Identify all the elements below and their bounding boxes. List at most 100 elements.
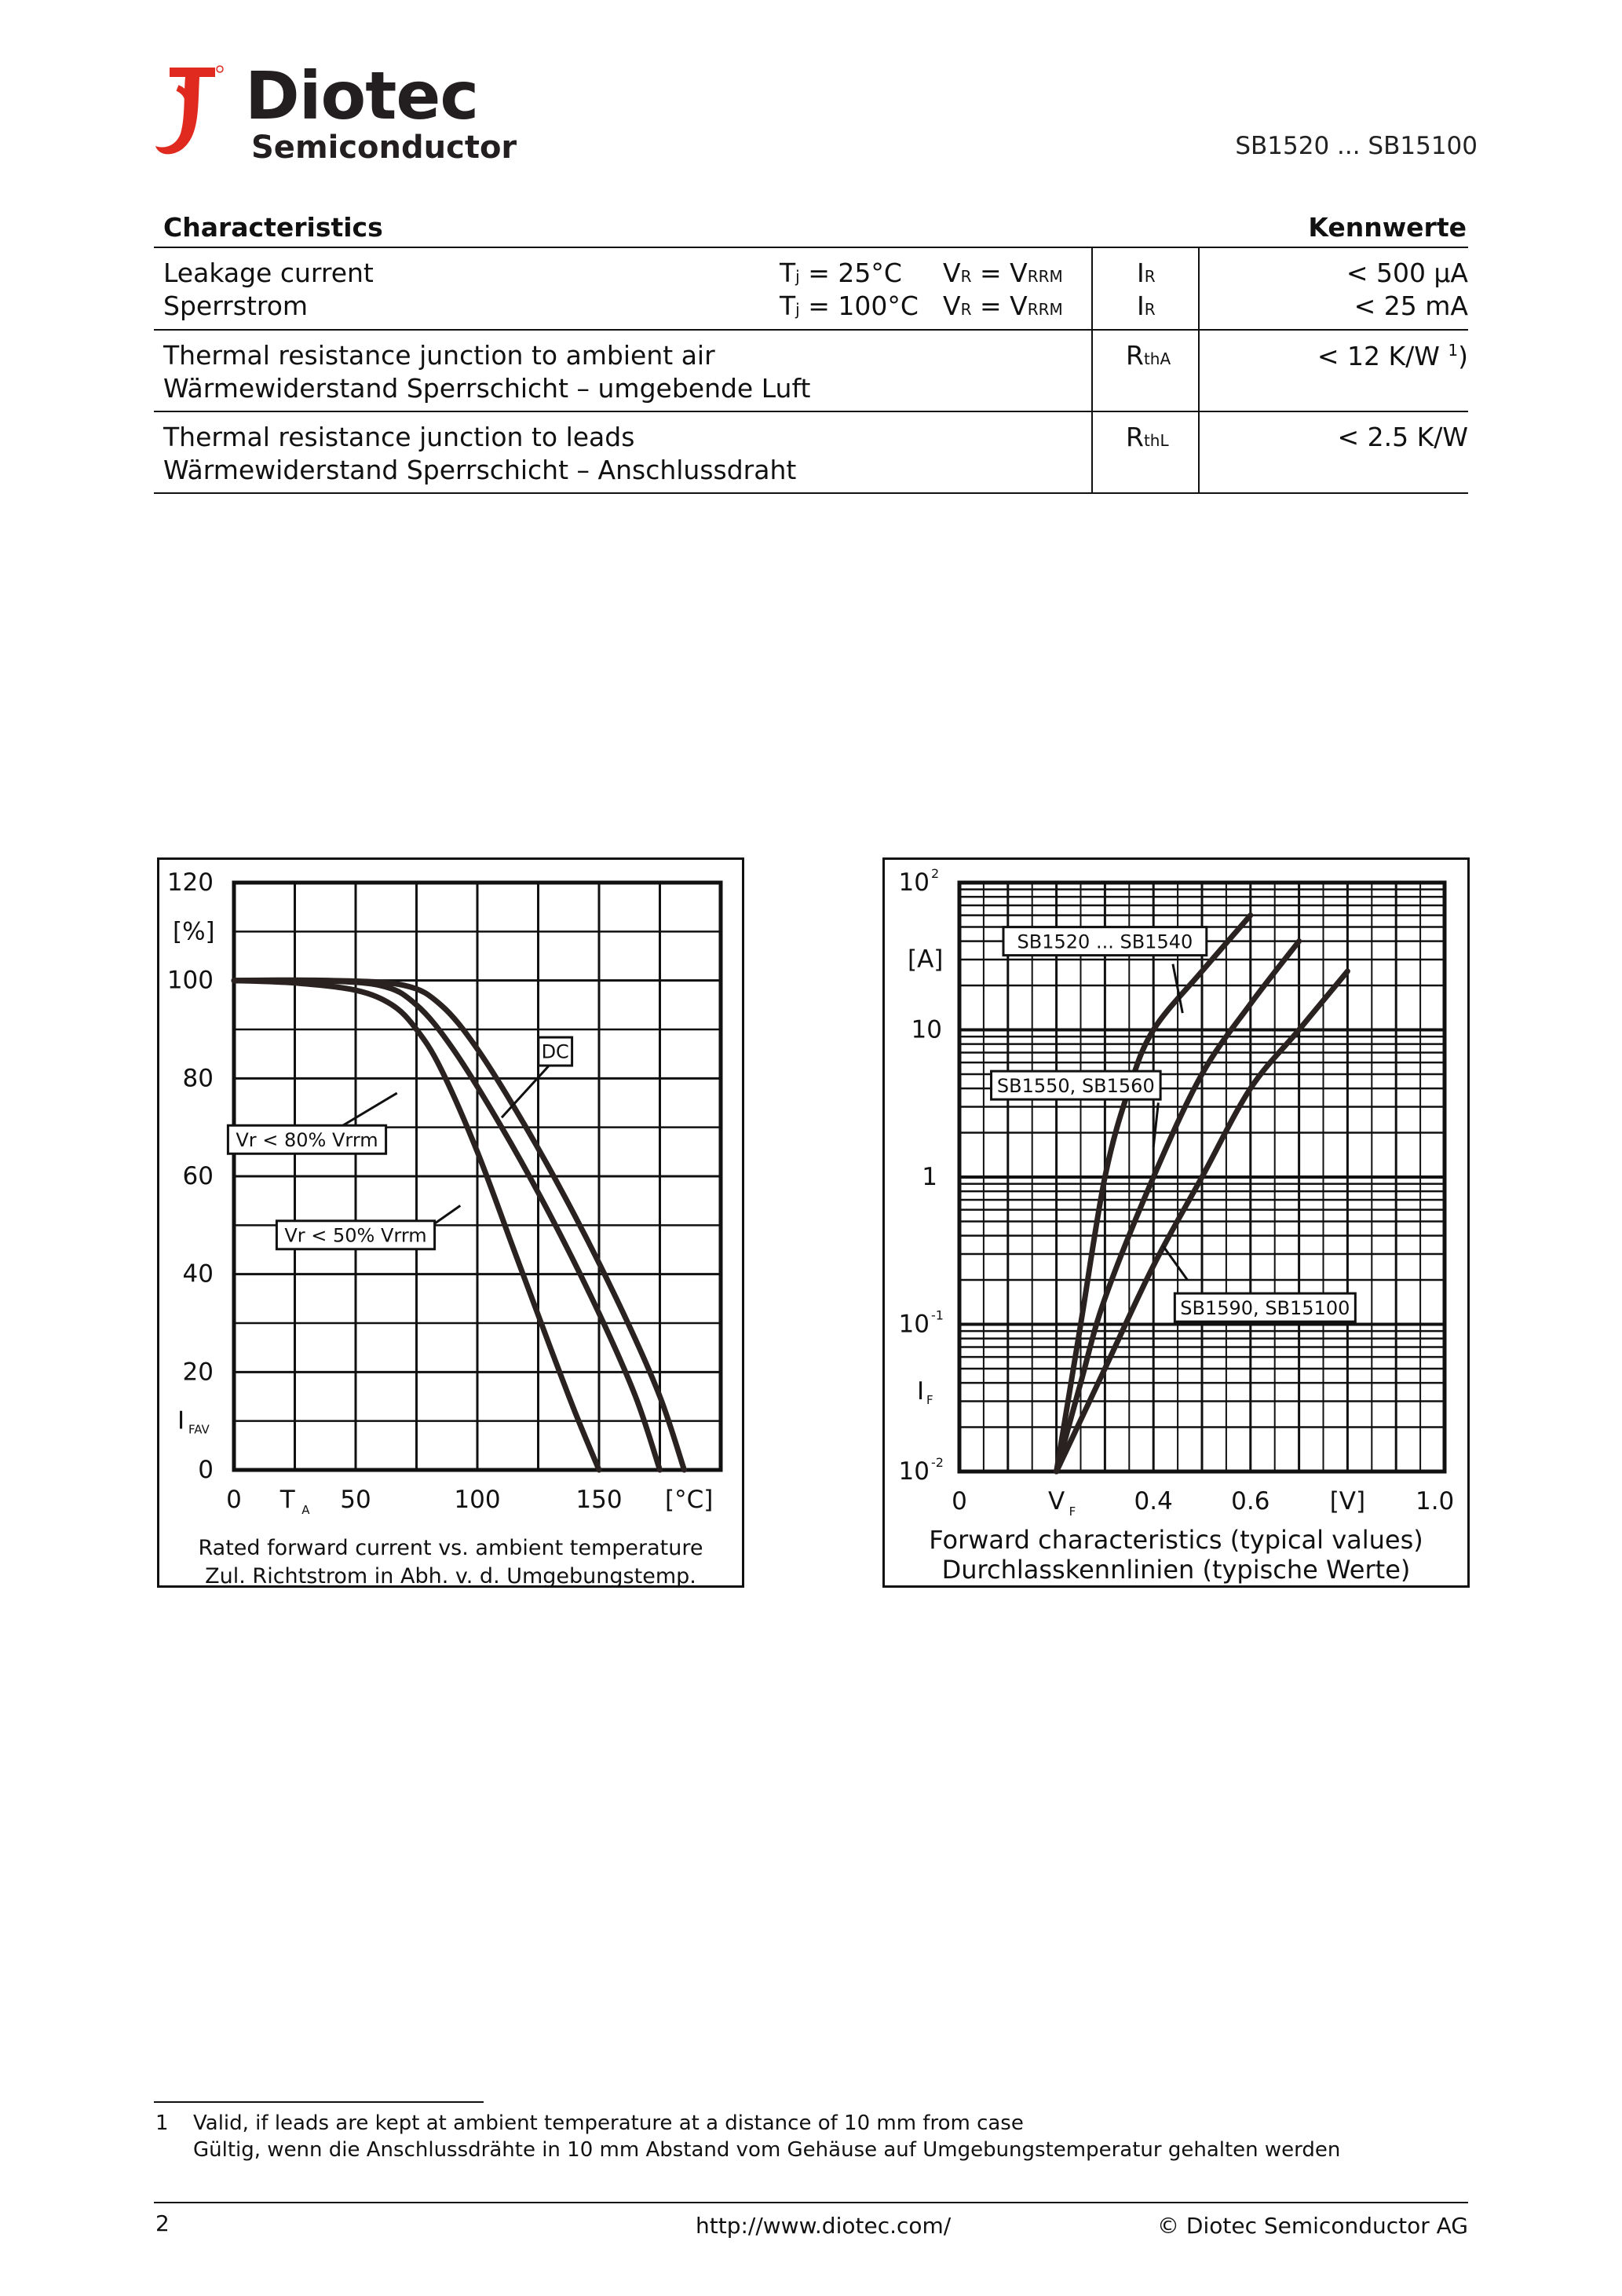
brand-name: Diotec [245, 57, 479, 134]
chart-title: Forward characteristics (typical values) [929, 1525, 1423, 1555]
leakage-cond-vr-2: VR = VRRM [943, 291, 1063, 321]
leader-dc [500, 1058, 557, 1119]
leakage-cond-tj-100: Tj = 100°C [780, 291, 919, 321]
footnote-number: 1 [155, 2111, 169, 2135]
leakage-value-25: < 500 µA [1346, 258, 1468, 288]
diotec-logo [154, 61, 225, 162]
y-tick-label: 1 [922, 1163, 937, 1191]
annotation-sb1550-box [990, 1069, 1162, 1101]
curve-sb1590-sb15100 [1054, 968, 1350, 1475]
x-tick-label: 0 [226, 1486, 242, 1514]
annotation-dc: DC [542, 1041, 569, 1063]
leakage-current-de: Sperrstrom [163, 291, 309, 321]
y-tick-label: 60 [183, 1162, 214, 1190]
x-tick-label: 1.0 [1416, 1487, 1454, 1515]
leader-sb1550 [1152, 1102, 1160, 1147]
x-tick-label: 100 [454, 1486, 500, 1514]
footnote-line-2: Gültig, wenn die Anschlussdrähte in 10 m… [193, 2138, 1341, 2162]
brand-subtitle: Semiconductor [251, 130, 517, 166]
y-tick-label: 80 [183, 1064, 214, 1092]
x-tick-label: [V] [1330, 1487, 1365, 1515]
page-footer-rule [154, 2202, 1468, 2203]
table-col-sep-1 [1091, 247, 1093, 494]
table-title-en: Characteristics [163, 212, 383, 243]
x-tick-label: 150 [575, 1486, 622, 1514]
part-range: SB1520 ... SB15100 [1235, 132, 1478, 160]
x-tick-label: 0.6 [1231, 1487, 1269, 1515]
rthl-de: Wärmewiderstand Sperrschicht – Anschluss… [163, 455, 797, 485]
annotation-sb1590-box [1173, 1292, 1357, 1323]
leakage-cond-tj-25: Tj = 25°C [780, 258, 902, 288]
y-tick-label: 20 [183, 1358, 214, 1386]
y-tick-label: 100 [167, 967, 214, 995]
rtha-value: < 12 K/W 1) [1317, 341, 1468, 371]
annotation-sb1520-box [1002, 926, 1208, 957]
annotation-dc-box [537, 1036, 574, 1067]
annotation-vr50: Vr < 50% Vrrm [284, 1224, 426, 1246]
leakage-value-100: < 25 mA [1353, 291, 1468, 321]
footnote-line-1: Valid, if leads are kept at ambient temp… [193, 2111, 1024, 2135]
leakage-current-en: Leakage current [163, 258, 374, 288]
curve-sb1550-sb1560 [1054, 938, 1302, 1475]
annotation-sb1550: SB1550, SB1560 [997, 1075, 1155, 1097]
plot-border [232, 880, 723, 1472]
y-tick-label: 0 [198, 1456, 214, 1484]
y-tick-exponent: 2 [931, 866, 939, 881]
x-symbol-sub: A [301, 1503, 310, 1517]
diotec-logo-icon [155, 65, 224, 155]
y-tick-label: 10 [899, 868, 930, 897]
chart-frame [157, 857, 744, 1588]
table-rule-2 [154, 411, 1468, 412]
chart-subtitle: Zul. Richtstrom in Abh. v. d. Umgebungst… [205, 1564, 696, 1588]
annotation-vr50-box [275, 1219, 437, 1251]
annotation-sb1590: SB1590, SB15100 [1180, 1297, 1350, 1319]
table-rule-top [154, 247, 1468, 248]
y-tick-exponent: -2 [931, 1455, 944, 1470]
leader-sb1590 [1162, 1245, 1189, 1281]
rtha-de: Wärmewiderstand Sperrschicht – umgebende… [163, 373, 811, 404]
chart-curves [1054, 912, 1350, 1475]
leader-sb1520 [1171, 963, 1184, 1014]
x-symbol-label: V [1048, 1487, 1065, 1515]
rthl-value: < 2.5 K/W [1337, 422, 1469, 452]
y-tick-label: 10 [899, 1457, 930, 1486]
y-tick-label: 10 [911, 1016, 942, 1044]
annotation-vr80: Vr < 80% Vrrm [236, 1129, 378, 1151]
rthl-en: Thermal resistance junction to leads [163, 422, 635, 452]
website-link[interactable]: http://www.diotec.com/ [696, 2213, 952, 2239]
rthl-symbol: RthL [1126, 422, 1169, 452]
y-symbol-sub: FAV [188, 1423, 210, 1437]
x-tick-label: 0.4 [1134, 1487, 1173, 1515]
chart-subtitle: Durchlasskennlinien (typische Werte) [942, 1555, 1411, 1585]
y-symbol-label: I [177, 1407, 184, 1435]
rtha-en: Thermal resistance junction to ambient a… [163, 340, 715, 371]
leakage-cond-vr-1: VR = VRRM [943, 258, 1063, 288]
page-number: 2 [155, 2210, 170, 2236]
annotation-vr80-box [226, 1124, 388, 1155]
y-tick-label: 120 [167, 868, 214, 897]
copyright: © Diotec Semiconductor AG [1157, 2213, 1468, 2239]
y-unit-label: [%] [173, 917, 215, 945]
x-symbol-sub: F [1069, 1504, 1076, 1519]
rtha-symbol: RthA [1126, 340, 1171, 371]
leakage-symbol-2: IR [1137, 291, 1156, 321]
footnote-rule [154, 2101, 484, 2103]
y-tick-label: 40 [183, 1260, 214, 1289]
x-symbol-label: T [279, 1486, 296, 1514]
annotation-sb1520: SB1520 ... SB1540 [1017, 930, 1193, 952]
table-rule-bottom [154, 492, 1468, 494]
y-tick-exponent: -1 [931, 1308, 944, 1323]
x-tick-label: [°C] [665, 1486, 713, 1514]
curve-dc [231, 977, 687, 1473]
curve-vr-80-vrrm [231, 978, 602, 1473]
chart-title: Rated forward current vs. ambient temper… [198, 1536, 703, 1560]
curve-sb1520-sb1540 [1054, 912, 1254, 1475]
y-tick-label: 10 [899, 1311, 930, 1339]
x-tick-label: 50 [340, 1486, 371, 1514]
x-tick-label: 0 [952, 1487, 967, 1515]
y-unit-label: [A] [908, 945, 943, 974]
